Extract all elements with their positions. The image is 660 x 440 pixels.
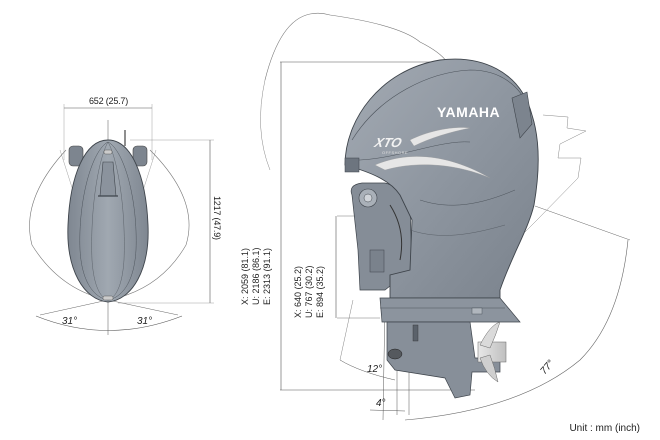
transom-height-dimensions: X: 640 (25.2) U: 767 (30.2) E: 894 (35.2…: [293, 265, 326, 318]
model-badge: XTO: [372, 135, 404, 150]
shaft-height-x: X: 2059 (81.1): [240, 247, 250, 305]
model-badge-sub: OFFSHORE: [382, 150, 409, 155]
shaft-height-e: E: 2313 (91.1): [262, 247, 272, 305]
steer-right-angle-label: 31°: [137, 316, 153, 327]
steer-left-angle-label: 31°: [62, 316, 78, 327]
transom-height-u: U: 767 (30.2): [304, 265, 314, 318]
unit-label: Unit : mm (inch): [569, 423, 640, 434]
side-view: [260, 12, 631, 421]
transom-height-e: E: 894 (35.2): [315, 265, 325, 318]
transom-height-x: X: 640 (25.2): [293, 265, 303, 318]
top-view-length-label: 1217 (47.9): [212, 196, 222, 240]
top-view-width-label: 652 (25.7): [89, 96, 129, 106]
top-view: [29, 104, 214, 335]
shaft-height-u: U: 2186 (86.1): [251, 247, 261, 305]
shaft-height-dimensions: X: 2059 (81.1) U: 2186 (86.1) E: 2313 (9…: [240, 247, 273, 305]
brand-logo-text: YAMAHA: [437, 104, 501, 120]
trim-in-angle-label: 12°: [367, 364, 383, 375]
trim-angle-label: 4°: [376, 398, 386, 409]
